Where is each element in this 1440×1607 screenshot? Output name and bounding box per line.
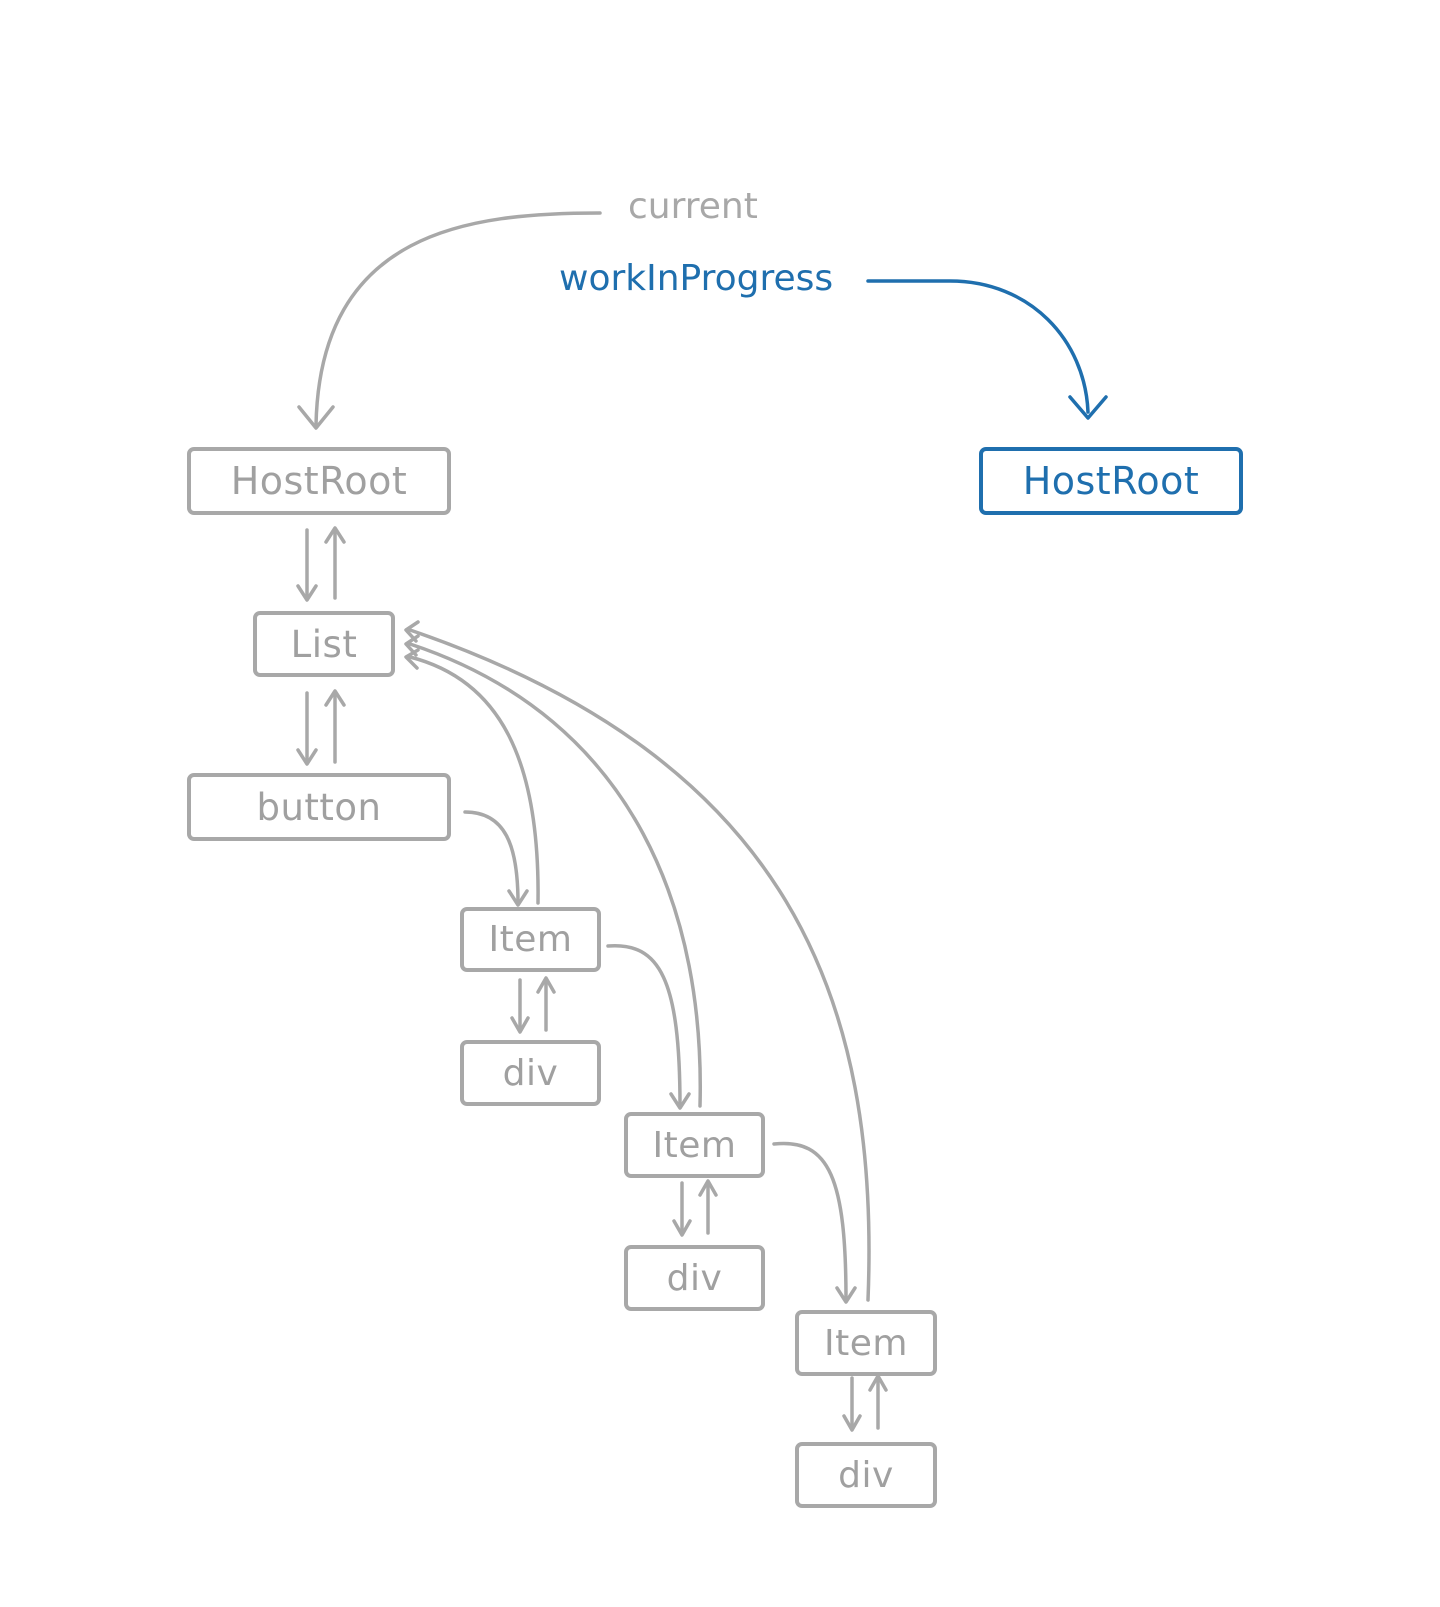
node-wip-host-root: HostRoot xyxy=(979,447,1243,515)
node-list: List xyxy=(253,611,395,677)
sibling-edge-item1-item2 xyxy=(606,944,682,1108)
work-in-progress-pointer-label: workInProgress xyxy=(559,258,834,299)
child-edge-item3-div3-head xyxy=(842,1414,862,1432)
child-edge-hostroot-list-head xyxy=(296,584,318,602)
node-div-3: div xyxy=(795,1442,937,1508)
child-edge-item1-div1-head xyxy=(510,1016,530,1034)
sibling-edge-button-item1 xyxy=(463,810,520,905)
return-edge-div2-item2-head xyxy=(698,1179,718,1197)
current-pointer-arrowhead xyxy=(297,405,335,430)
node-item-2: Item xyxy=(624,1112,765,1178)
return-edge-button-list-head xyxy=(324,689,346,707)
sibling-edge-item2-item3-head xyxy=(835,1286,857,1304)
wip-pointer-arrow xyxy=(866,279,1090,414)
node-current-host-root: HostRoot xyxy=(187,447,451,515)
sibling-edge-item1-item2-head xyxy=(669,1092,691,1110)
return-edge-div1-item1-head xyxy=(536,976,556,994)
child-edge-list-button-head xyxy=(296,748,318,766)
current-pointer-label: current xyxy=(628,186,758,227)
return-edge-item2-list xyxy=(408,642,703,1108)
current-pointer-arrow xyxy=(314,211,602,427)
sibling-edge-button-item1-head xyxy=(507,889,529,907)
node-div-2: div xyxy=(624,1245,765,1311)
child-edge-item2-div2-head xyxy=(672,1219,692,1237)
return-edge-div3-item3-head xyxy=(868,1374,888,1392)
node-div-1: div xyxy=(460,1040,601,1106)
return-edge-list-hostroot-head xyxy=(324,526,346,544)
wip-pointer-arrowhead xyxy=(1068,395,1108,420)
return-edge-item1-list xyxy=(408,655,540,905)
return-edge-item3-list-head xyxy=(404,620,420,643)
node-button: button xyxy=(187,773,451,841)
node-item-1: Item xyxy=(460,907,601,972)
node-item-3: Item xyxy=(795,1310,937,1376)
return-edge-item3-list xyxy=(408,628,871,1302)
sibling-edge-item2-item3 xyxy=(772,1141,848,1302)
